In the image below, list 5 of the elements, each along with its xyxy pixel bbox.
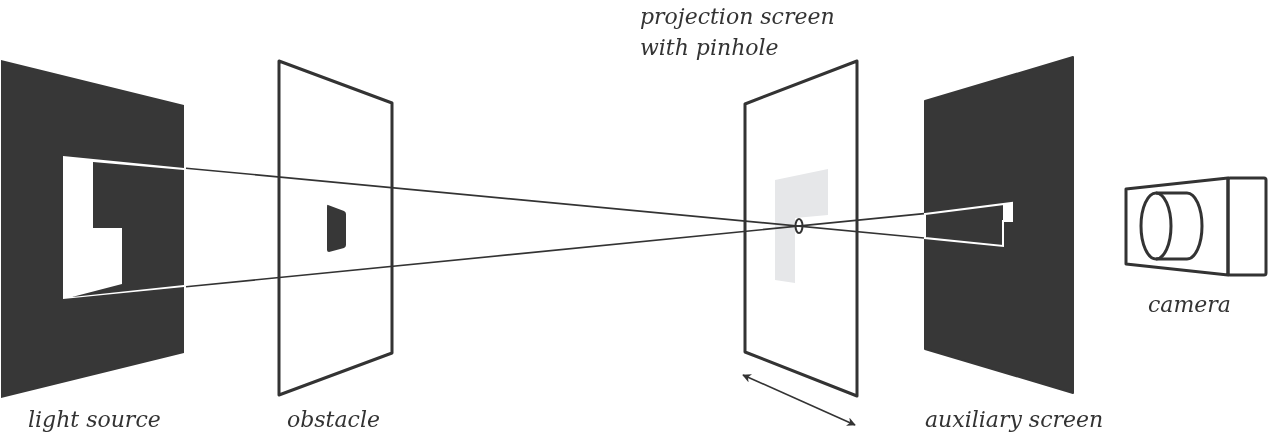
part-label: auxiliary screen <box>925 406 1104 434</box>
part-label: projection screen with pinhole <box>640 3 836 62</box>
part-label: obstacle <box>287 406 380 434</box>
part-label: camera <box>1148 291 1231 319</box>
part-label: light source <box>28 406 161 434</box>
